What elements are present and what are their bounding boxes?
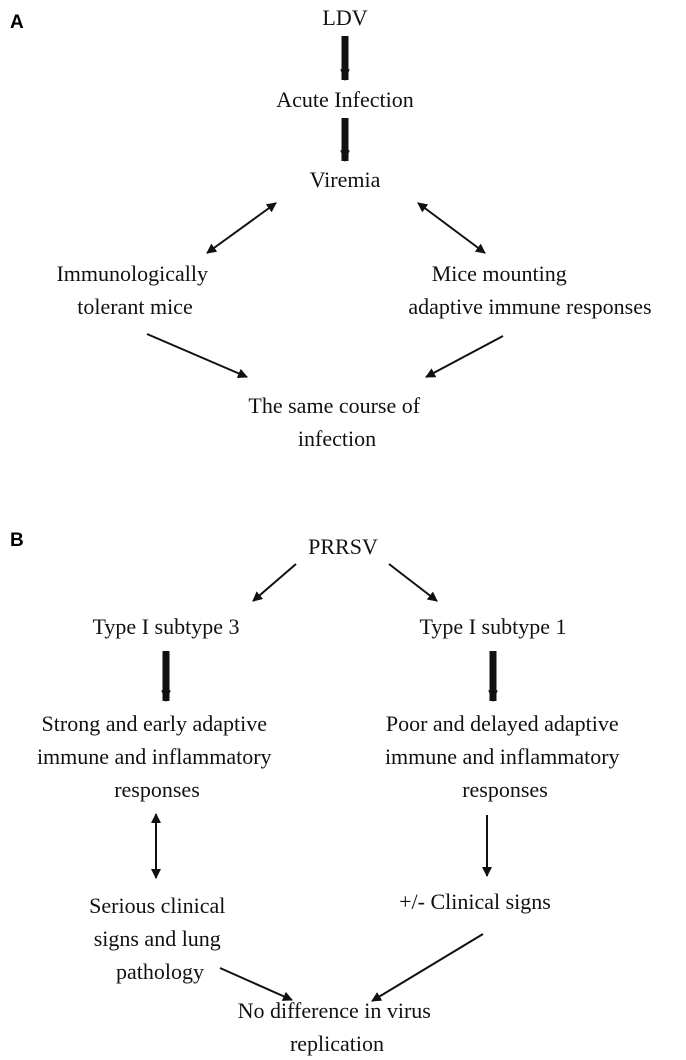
node-ldv: LDV: [322, 5, 367, 30]
arrow-viremia-tolerant: [206, 202, 277, 254]
tolerant-line1: Immunologically: [56, 261, 208, 286]
arrow-mounting-to-same: [425, 335, 504, 378]
no-difference-line2: replication: [290, 1031, 384, 1056]
arrow-serious-to-nodiff: [219, 967, 293, 1001]
same-course-line2: infection: [298, 426, 376, 451]
poor-line3: responses: [462, 777, 548, 802]
strong-line1: Strong and early adaptive: [42, 711, 267, 736]
no-difference-line1: No difference in virus: [238, 998, 431, 1023]
serious-line2: signs and lung: [94, 926, 221, 951]
mounting-line2: adaptive immune responses: [408, 294, 651, 319]
serious-line1: Serious clinical: [89, 893, 225, 918]
same-course-line1: The same course of: [248, 393, 420, 418]
node-no-difference: No difference in virus replication: [238, 998, 437, 1056]
node-clinical-signs: +/- Clinical signs: [399, 889, 551, 914]
node-poor-responses: Poor and delayed adaptive immune and inf…: [385, 711, 625, 802]
node-serious-clinical: Serious clinical signs and lung patholog…: [89, 893, 231, 984]
arrow-viremia-mounting: [417, 202, 486, 254]
tolerant-line2: tolerant mice: [77, 294, 192, 319]
node-subtype1: Type I subtype 1: [420, 614, 567, 639]
arrow-tolerant-to-same: [146, 333, 248, 379]
node-same-course: The same course of infection: [248, 393, 425, 451]
poor-line1: Poor and delayed adaptive: [386, 711, 619, 736]
mounting-line1: Mice mounting: [432, 261, 567, 286]
node-mounting-mice: Mice mounting adaptive immune responses: [408, 261, 651, 319]
node-acute-infection: Acute Infection: [276, 87, 413, 112]
strong-line2: immune and inflammatory: [37, 744, 272, 769]
node-viremia: Viremia: [310, 167, 381, 192]
node-prrsv: PRRSV: [308, 534, 378, 559]
node-tolerant-mice: Immunologically tolerant mice: [56, 261, 213, 319]
arrow-prrsv-to-subtype3: [252, 563, 297, 602]
arrow-clinical-to-nodiff: [371, 933, 484, 1002]
poor-line2: immune and inflammatory: [385, 744, 620, 769]
arrow-prrsv-to-subtype1: [388, 563, 438, 602]
node-subtype3: Type I subtype 3: [93, 614, 240, 639]
strong-line3: responses: [114, 777, 200, 802]
panel-a-label: A: [10, 12, 24, 33]
serious-line3: pathology: [116, 959, 204, 984]
node-strong-responses: Strong and early adaptive immune and inf…: [37, 711, 277, 802]
panel-b-label: B: [10, 530, 24, 551]
